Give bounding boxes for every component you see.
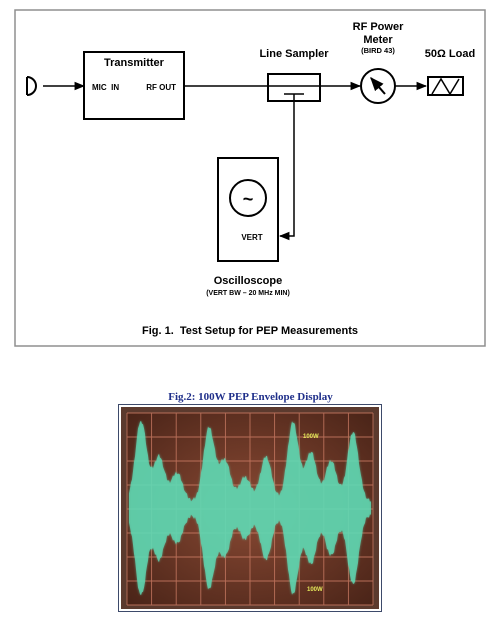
scope-photo-frame: 100W 100W xyxy=(118,404,382,612)
scope-photo: 100W 100W xyxy=(121,407,379,609)
line-sampler-label: Line Sampler xyxy=(259,48,329,60)
meter-label-line2: Meter xyxy=(363,34,393,46)
sample-cable xyxy=(278,94,295,241)
microphone-icon xyxy=(26,76,37,96)
marker-top-100w: 100W xyxy=(303,434,319,440)
transmitter-box xyxy=(83,51,185,120)
figure2-caption: Fig.2: 100W PEP Envelope Display xyxy=(168,391,333,403)
oscilloscope-spec: (VERT BW – 20 MHz MIN) xyxy=(206,290,290,297)
transmitter-title: Transmitter xyxy=(104,57,165,69)
meter-label-line1: RF Power xyxy=(353,21,404,33)
load-label: 50Ω Load xyxy=(425,48,475,60)
test-setup-diagram: Transmitter MIC IN RF OUT Line Sampler R… xyxy=(14,9,486,347)
scope-screen-icon: ~ xyxy=(229,179,267,217)
transmitter-mic-in-label: MIC IN xyxy=(92,83,119,92)
marker-bottom-100w: 100W xyxy=(307,587,323,593)
transmitter-rf-out-label: RF OUT xyxy=(146,83,176,92)
dummy-load-icon xyxy=(427,76,464,96)
scope-vert-label: VERT xyxy=(241,233,262,242)
figure1-caption: Fig. 1. Test Setup for PEP Measurements xyxy=(142,325,358,337)
oscilloscope-label: Oscilloscope xyxy=(214,275,282,287)
meter-model: (BIRD 43) xyxy=(361,46,395,55)
meter-dial-icon xyxy=(360,68,396,104)
scope-tilde: ~ xyxy=(243,189,254,209)
envelope-trace xyxy=(129,420,371,596)
